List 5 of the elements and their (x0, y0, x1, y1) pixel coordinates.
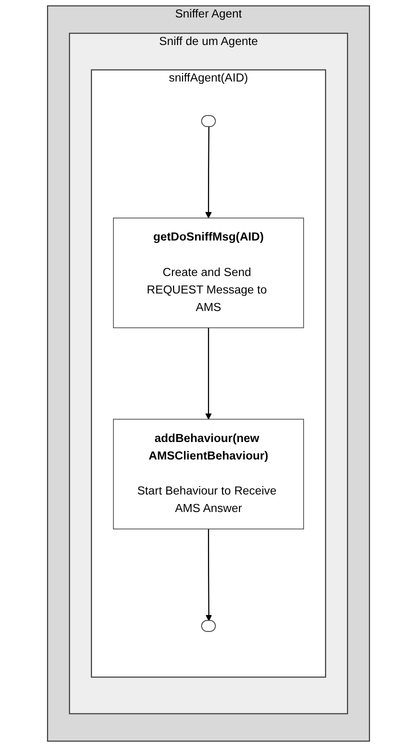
arrow (205, 328, 212, 420)
arrow (205, 126, 212, 218)
node-box: getDoSniffMsg(AID) Create and Send REQUEST Message to AMS (113, 218, 304, 328)
arrow (206, 528, 212, 622)
node-box: addBehaviour(new AMSClientBehaviour) Start Behaviour to Receive AMS Answer (113, 418, 304, 530)
